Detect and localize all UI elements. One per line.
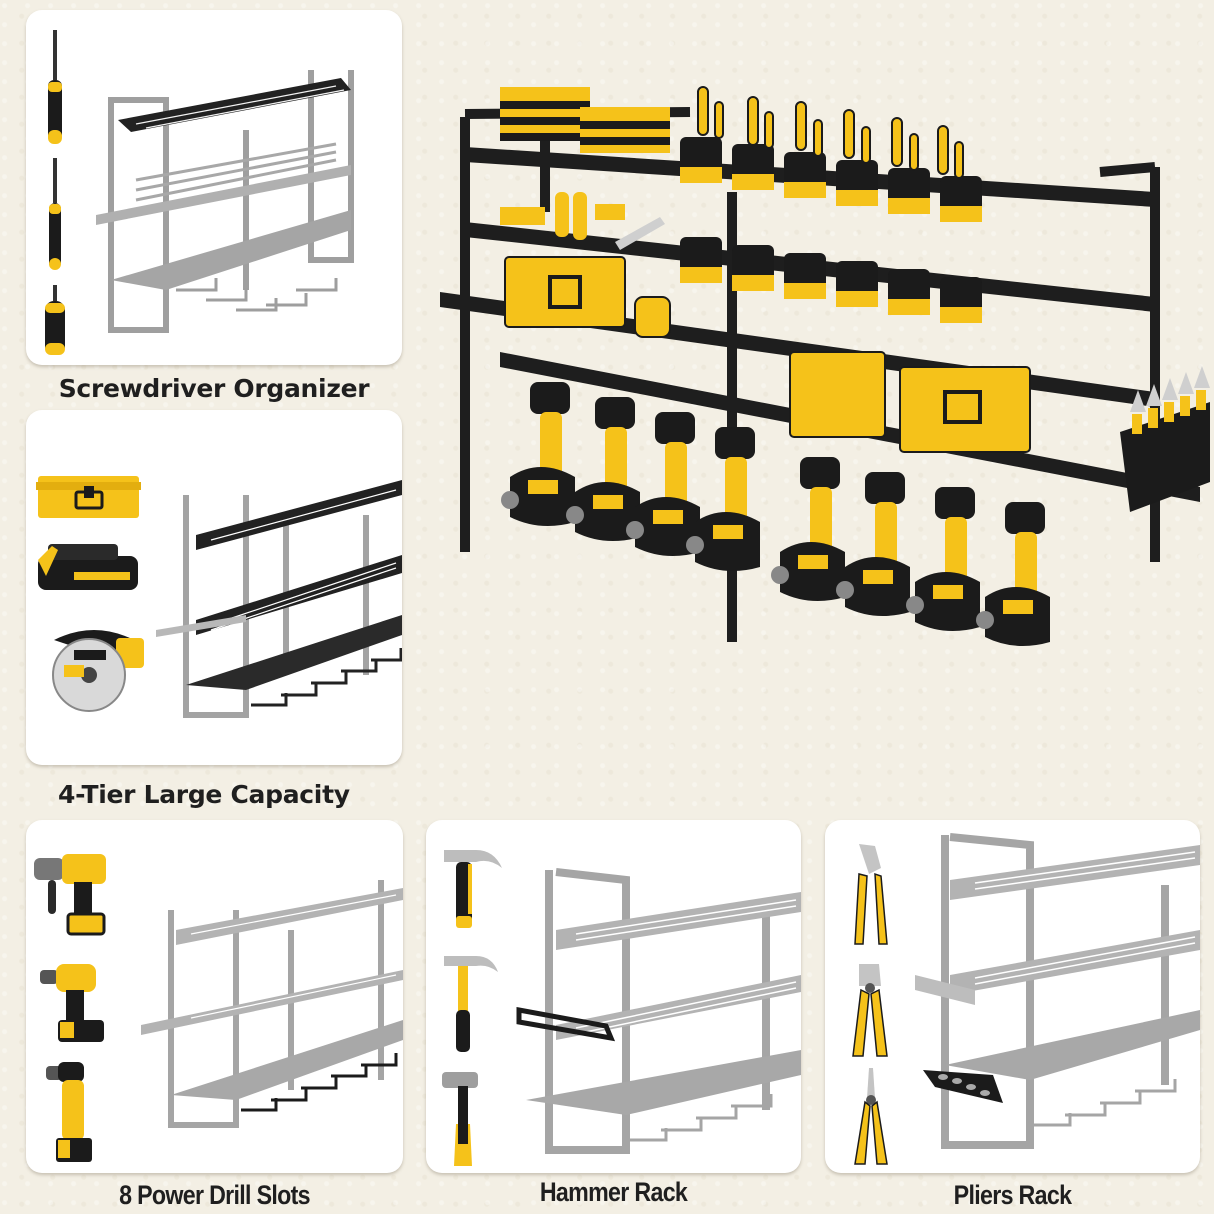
panel-pliers-rack bbox=[825, 820, 1200, 1173]
tool-case-icon bbox=[36, 476, 141, 518]
circular-saw-icon bbox=[52, 630, 144, 712]
hero-loaded-rack-illustration bbox=[440, 86, 1210, 646]
screwdriver-medium-icon bbox=[49, 158, 61, 270]
battery-pack-icon bbox=[38, 544, 138, 590]
stacked-tool-cases bbox=[500, 87, 670, 153]
rack-illustration bbox=[141, 880, 403, 1128]
top-shelf-batteries bbox=[680, 137, 982, 222]
panel-hammer-rack bbox=[426, 820, 801, 1173]
panel-four-tier bbox=[26, 410, 402, 765]
top-shelf-screwdrivers bbox=[697, 86, 964, 179]
tongue-groove-pliers-icon bbox=[854, 844, 888, 945]
screwdriver-stubby-icon bbox=[45, 285, 65, 355]
second-shelf-batteries bbox=[680, 237, 982, 323]
sledge-hammer-icon bbox=[442, 1072, 478, 1166]
caption-four-tier: 4-Tier Large Capacity bbox=[58, 780, 350, 809]
impact-driver-icon bbox=[40, 964, 104, 1042]
hammer-drill-icon bbox=[34, 854, 106, 936]
panel-screwdriver-organizer bbox=[26, 10, 402, 365]
lineman-pliers-icon bbox=[852, 964, 888, 1057]
second-shelf-small-tools bbox=[500, 192, 665, 250]
needle-nose-pliers-icon bbox=[854, 1068, 888, 1165]
rack-illustration bbox=[915, 833, 1200, 1149]
power-drills bbox=[501, 382, 1050, 646]
rack-illustration bbox=[516, 868, 801, 1154]
rack-illustration bbox=[96, 70, 354, 333]
rack-illustration bbox=[156, 480, 402, 718]
pliers-holder bbox=[1120, 366, 1210, 512]
screwdriver-long-icon bbox=[48, 30, 62, 144]
claw-hammer-icon bbox=[444, 956, 498, 1052]
caption-drill-slots: 8 Power Drill Slots bbox=[119, 1180, 311, 1210]
caption-pliers-rack: Pliers Rack bbox=[953, 1180, 1072, 1210]
third-shelf-tool-boxes bbox=[504, 256, 1031, 453]
stubby-hammer-icon bbox=[444, 850, 502, 928]
right-angle-drill-icon bbox=[46, 1062, 92, 1162]
panel-drill-slots bbox=[26, 820, 403, 1173]
caption-hammer-rack: Hammer Rack bbox=[539, 1177, 688, 1207]
caption-screwdriver-organizer: Screwdriver Organizer bbox=[58, 374, 370, 403]
